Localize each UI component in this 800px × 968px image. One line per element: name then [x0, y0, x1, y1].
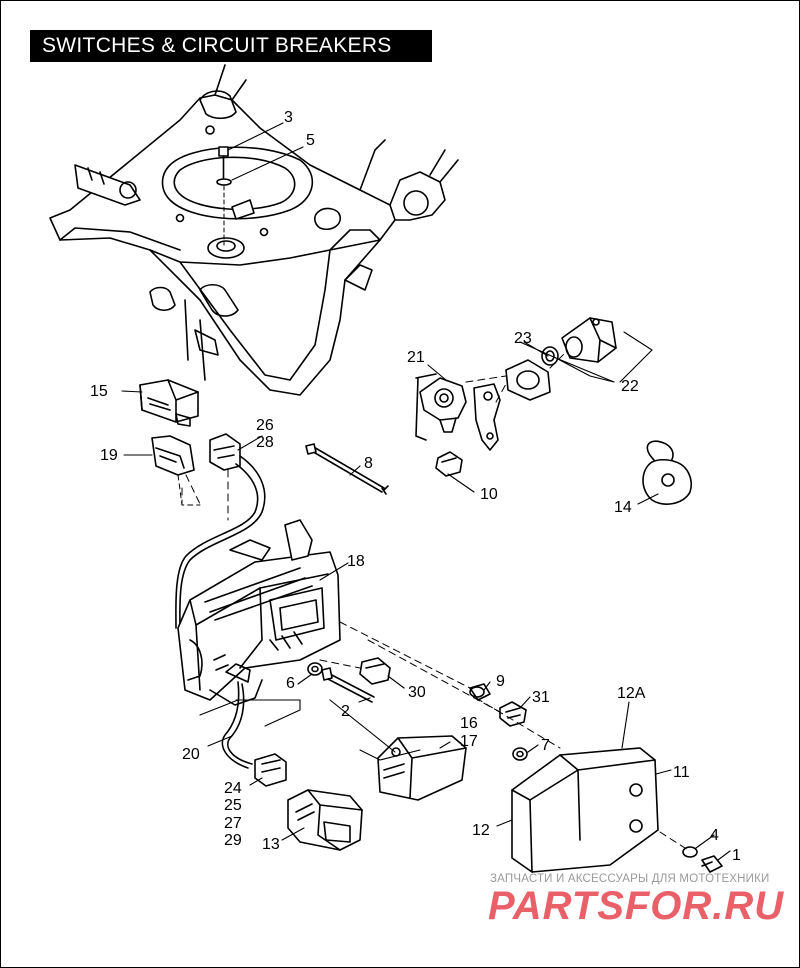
callout-13: 13: [262, 836, 280, 853]
callout-12: 12: [472, 822, 490, 839]
callout-3: 3: [284, 109, 293, 126]
watermark-caption: ЗАПЧАСТИ И АКСЕССУАРЫ ДЛЯ МОТОТЕХНИКИ: [490, 873, 770, 885]
diagram-title: SWITCHES & CIRCUIT BREAKERS: [30, 30, 432, 62]
relay-item-13: [287, 789, 363, 851]
ignition-switch-item-22: [561, 317, 617, 363]
connector-item-24: [254, 753, 287, 787]
callout-19: 19: [100, 447, 118, 464]
callout-4: 4: [710, 827, 719, 844]
callout-1: 1: [732, 847, 741, 864]
switch-housing-item-21: [415, 373, 501, 451]
callout-14: 14: [614, 499, 632, 516]
cover-item-12: [511, 747, 659, 873]
washer-item-4: [682, 846, 698, 858]
callout-2: 2: [341, 703, 350, 720]
callout-25: 25: [224, 797, 242, 814]
callout-labels: 3 5 15 19 26 28 8 18 21 23 22 10 14 6 30…: [90, 109, 741, 864]
callout-15: 15: [90, 383, 108, 400]
dashed-alignment-lines: [181, 351, 689, 851]
screw-item-2: [321, 667, 375, 703]
block-item-16-17: [377, 735, 467, 801]
clip-item-10: [435, 451, 463, 477]
rod-item-8: [305, 443, 389, 495]
bracket-item-19: [151, 435, 201, 506]
fuse-item-30: [359, 657, 391, 685]
callout-12A: 12A: [617, 685, 646, 702]
washer-item-6: [307, 662, 323, 676]
bolt-item-3: [216, 146, 255, 246]
callout-8: 8: [364, 455, 373, 472]
connector-item-26-28: [175, 433, 266, 631]
callout-21: 21: [407, 349, 425, 366]
watermark-logo: PARTSFOR.RU: [488, 884, 785, 928]
callout-31: 31: [532, 689, 550, 706]
callout-20: 20: [182, 746, 200, 763]
key-tag-item-14: [642, 440, 692, 505]
callout-9: 9: [496, 673, 505, 690]
frame-chassis: [49, 64, 459, 396]
electrical-caddy-item-18: [177, 519, 341, 769]
plate-item-23-ring: [505, 346, 559, 401]
callout-5: 5: [306, 132, 315, 149]
nut-item-7: [512, 747, 528, 761]
callout-23: 23: [514, 330, 532, 347]
leader-lines: [121, 122, 731, 861]
callout-10: 10: [480, 486, 498, 503]
callout-17: 17: [460, 733, 478, 750]
callout-24: 24: [224, 780, 242, 797]
callout-22: 22: [621, 378, 639, 395]
callout-18: 18: [347, 553, 365, 570]
callout-30: 30: [408, 684, 426, 701]
circuit-breaker-item-15: [139, 379, 199, 427]
callout-27: 27: [224, 815, 242, 832]
callout-28: 28: [256, 434, 274, 451]
callout-26: 26: [256, 417, 274, 434]
callout-16: 16: [460, 715, 478, 732]
callout-6: 6: [286, 675, 295, 692]
callout-7: 7: [541, 737, 550, 754]
screw-item-1: [701, 855, 723, 873]
callout-11: 11: [673, 764, 690, 781]
callout-29: 29: [224, 832, 242, 849]
